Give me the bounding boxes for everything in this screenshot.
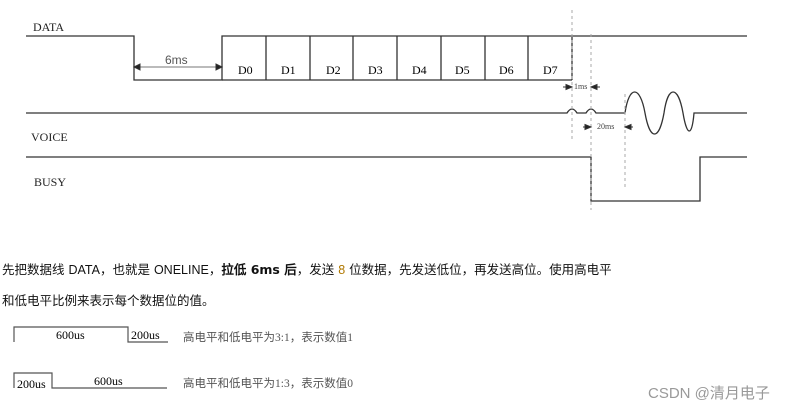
- bit-label: D3: [368, 63, 383, 77]
- bit-label: D4: [412, 63, 427, 77]
- bit-label: D5: [455, 63, 470, 77]
- bit1-caption: 高电平和低电平为3:1，表示数值1: [183, 332, 353, 344]
- bit1-waveform: [13, 326, 168, 343]
- busy-waveform: [26, 156, 747, 202]
- low-pulse-label: 6ms: [165, 53, 188, 67]
- text: ONELINE: [153, 263, 209, 277]
- busy-signal-label: BUSY: [34, 175, 67, 189]
- text: ，也就是: [99, 262, 154, 277]
- bit1-low-label: 200us: [131, 328, 160, 342]
- bit0-high-label: 200us: [17, 377, 46, 391]
- text: ，发送: [296, 262, 339, 277]
- paragraph-2: 和低电平比例来表示每个数据位的值。: [2, 293, 215, 308]
- gap-label: 1ms: [574, 82, 588, 91]
- bit0-caption: 高电平和低电平为1:3，表示数值0: [183, 378, 353, 390]
- watermark: CSDN @清月电子: [648, 385, 770, 402]
- bit1-high-label: 600us: [56, 328, 85, 342]
- bit0-waveform: [13, 372, 167, 389]
- data-waveform: [26, 35, 747, 81]
- bit-label: D2: [326, 63, 341, 77]
- data-signal-label: DATA: [33, 20, 65, 34]
- bit-label: D7: [543, 63, 558, 77]
- paragraph-1: 先把数据线 DATA，也就是 ONELINE，拉低 6ms 后，发送 8 位数据…: [2, 259, 612, 278]
- bold-text: 拉低 6ms 后: [221, 262, 297, 277]
- delay-label: 20ms: [597, 122, 615, 131]
- bit0-low-label: 600us: [94, 374, 123, 388]
- bit-label: D1: [281, 63, 296, 77]
- text: 位数据，先发送低位，再发送高位。使用高电平: [345, 262, 612, 277]
- bit-label: D0: [238, 63, 253, 77]
- text: 先把数据线: [2, 262, 69, 277]
- text: 8: [338, 263, 346, 277]
- bit-label: D6: [499, 63, 514, 77]
- voice-signal-label: VOICE: [31, 130, 68, 144]
- voice-waveform: [26, 91, 747, 135]
- text: ，: [208, 262, 222, 277]
- text: DATA: [68, 263, 100, 277]
